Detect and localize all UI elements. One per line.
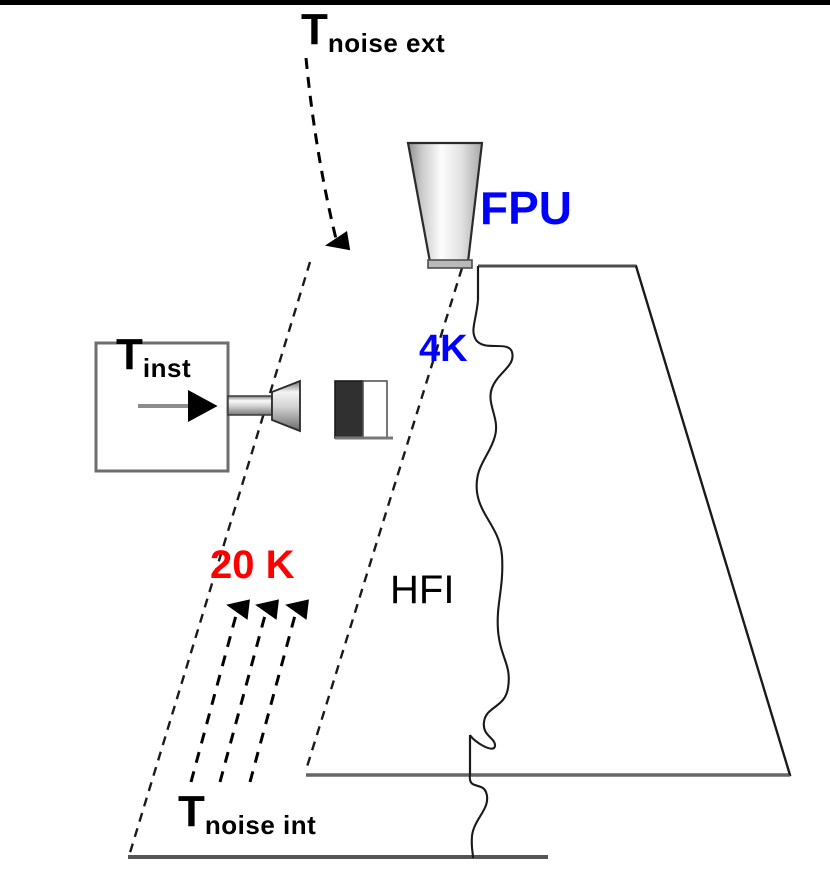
label-t-noise-int-base: T: [178, 787, 205, 836]
label-t-noise-int-sub: noise int: [204, 810, 317, 840]
label-t-inst-sub: inst: [142, 353, 192, 383]
absorber-target: [334, 380, 393, 440]
absorber-dark-half: [334, 380, 364, 439]
test-horn-flare: [271, 379, 301, 433]
wavy-boundary-tail: [468, 774, 489, 859]
hfi-right-edge: [634, 265, 792, 776]
label-t-inst: Tinst: [116, 330, 191, 382]
fpu-horn-body: [406, 141, 484, 264]
fpu-horn-base: [427, 259, 473, 269]
label-4k: 4K: [419, 328, 468, 370]
fpu-horn: [406, 141, 484, 269]
t-noise-ext-arrow: [304, 57, 351, 251]
label-t-noise-ext-sub: noise ext: [327, 28, 446, 58]
hfi-outline: [306, 264, 792, 777]
test-horn-assembly: [227, 379, 301, 433]
int-arrow-3: [248, 599, 309, 783]
waveguide-section: [227, 395, 273, 416]
label-t-noise-ext: Tnoise ext: [301, 5, 445, 57]
label-t-noise-int: Tnoise int: [178, 787, 316, 839]
absorber-light-half: [362, 380, 388, 439]
wavy-thermal-boundary: [469, 299, 514, 750]
shield-left-edge: [127, 261, 312, 857]
shield-right-edge: [304, 267, 464, 771]
hfi-body: [306, 264, 792, 777]
label-20k: 20 K: [210, 543, 295, 587]
label-t-inst-base: T: [116, 330, 143, 379]
outer-shield-20k: [127, 261, 548, 859]
t-noise-int-arrows: [189, 599, 309, 783]
int-arrow-1: [189, 599, 250, 783]
label-fpu: FPU: [480, 182, 572, 234]
int-arrow-2: [218, 599, 279, 783]
label-hfi: HFI: [390, 568, 455, 612]
label-t-noise-ext-base: T: [301, 5, 328, 54]
top-border-bar: [0, 0, 830, 5]
tinst-source-box: [94, 341, 230, 473]
